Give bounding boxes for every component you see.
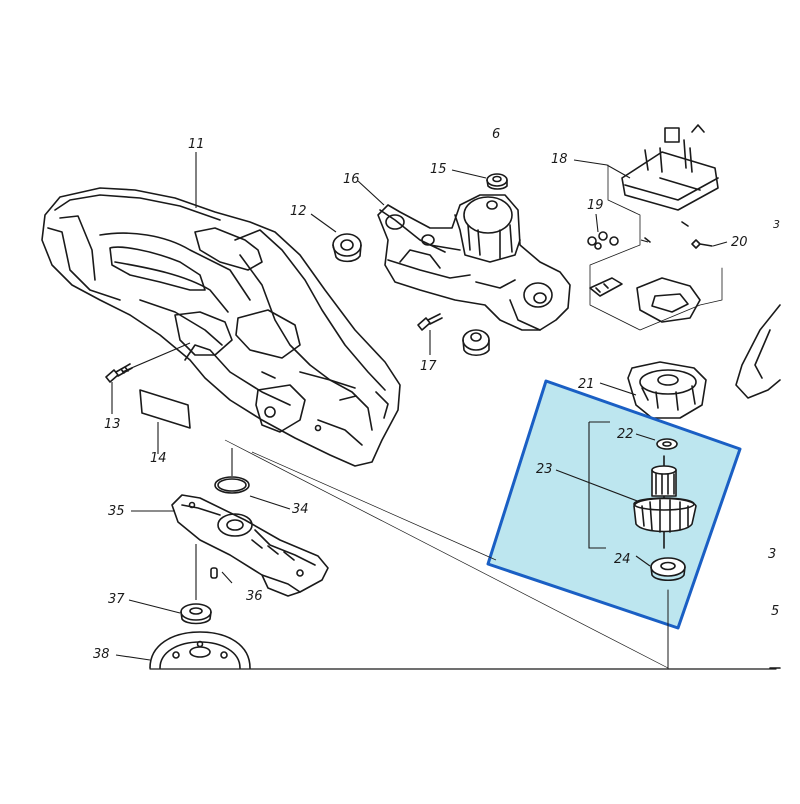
washer-12 xyxy=(332,233,362,263)
gear-plate-35 xyxy=(171,494,329,597)
part-label-6: 6 xyxy=(492,127,501,142)
part-label-18: 18 xyxy=(551,152,568,167)
screw-20 xyxy=(691,239,713,249)
part-label-34: 34 xyxy=(292,502,309,517)
highlight-box xyxy=(486,379,742,630)
leader-lines xyxy=(111,152,728,661)
edge-part-fragment xyxy=(735,304,781,399)
part-label-23: 23 xyxy=(536,462,553,477)
part-label-16: 16 xyxy=(343,172,360,187)
armature-23 xyxy=(633,455,697,549)
label-plate xyxy=(139,389,191,429)
part-label-35: 35 xyxy=(108,504,125,519)
bushing-17 xyxy=(462,329,490,357)
edge-label-fragment: 3 xyxy=(768,547,777,562)
part-label-24: 24 xyxy=(614,552,631,567)
part-label-11: 11 xyxy=(188,137,205,152)
edge-label-fragment: 3 xyxy=(773,218,780,231)
part-label-14: 14 xyxy=(150,451,167,466)
part-label-36: 36 xyxy=(246,589,263,604)
gasket-plate xyxy=(636,277,701,323)
o-ring-34 xyxy=(214,476,250,494)
part-label-20: 20 xyxy=(731,235,748,250)
part-label-22: 22 xyxy=(617,427,634,442)
washer-15 xyxy=(486,173,508,190)
gear-38 xyxy=(149,631,251,669)
control-board xyxy=(621,124,719,211)
edge-label-fragment: 5 xyxy=(771,604,780,619)
part-label-12: 12 xyxy=(290,204,307,219)
assembly-bracket-outline xyxy=(589,164,723,331)
screw-17 xyxy=(417,313,443,331)
screw-small xyxy=(644,221,689,243)
bearing-37 xyxy=(180,603,212,625)
screw-set-19 xyxy=(587,231,619,250)
motor-bracket xyxy=(627,361,707,419)
gear-housing xyxy=(377,194,571,331)
connector-block xyxy=(589,277,623,297)
part-label-17: 17 xyxy=(420,359,437,374)
guide-lines xyxy=(224,439,669,669)
screw-part xyxy=(105,363,133,383)
part-label-21: 21 xyxy=(578,377,595,392)
part-label-15: 15 xyxy=(430,162,447,177)
part-label-19: 19 xyxy=(587,198,604,213)
bearing-22 xyxy=(656,438,678,450)
part-label-38: 38 xyxy=(93,647,110,662)
part-label-13: 13 xyxy=(104,417,121,432)
pin-36 xyxy=(210,567,218,579)
part-label-37: 37 xyxy=(108,592,125,607)
bearing-24 xyxy=(650,557,686,582)
housing-part xyxy=(41,187,401,467)
